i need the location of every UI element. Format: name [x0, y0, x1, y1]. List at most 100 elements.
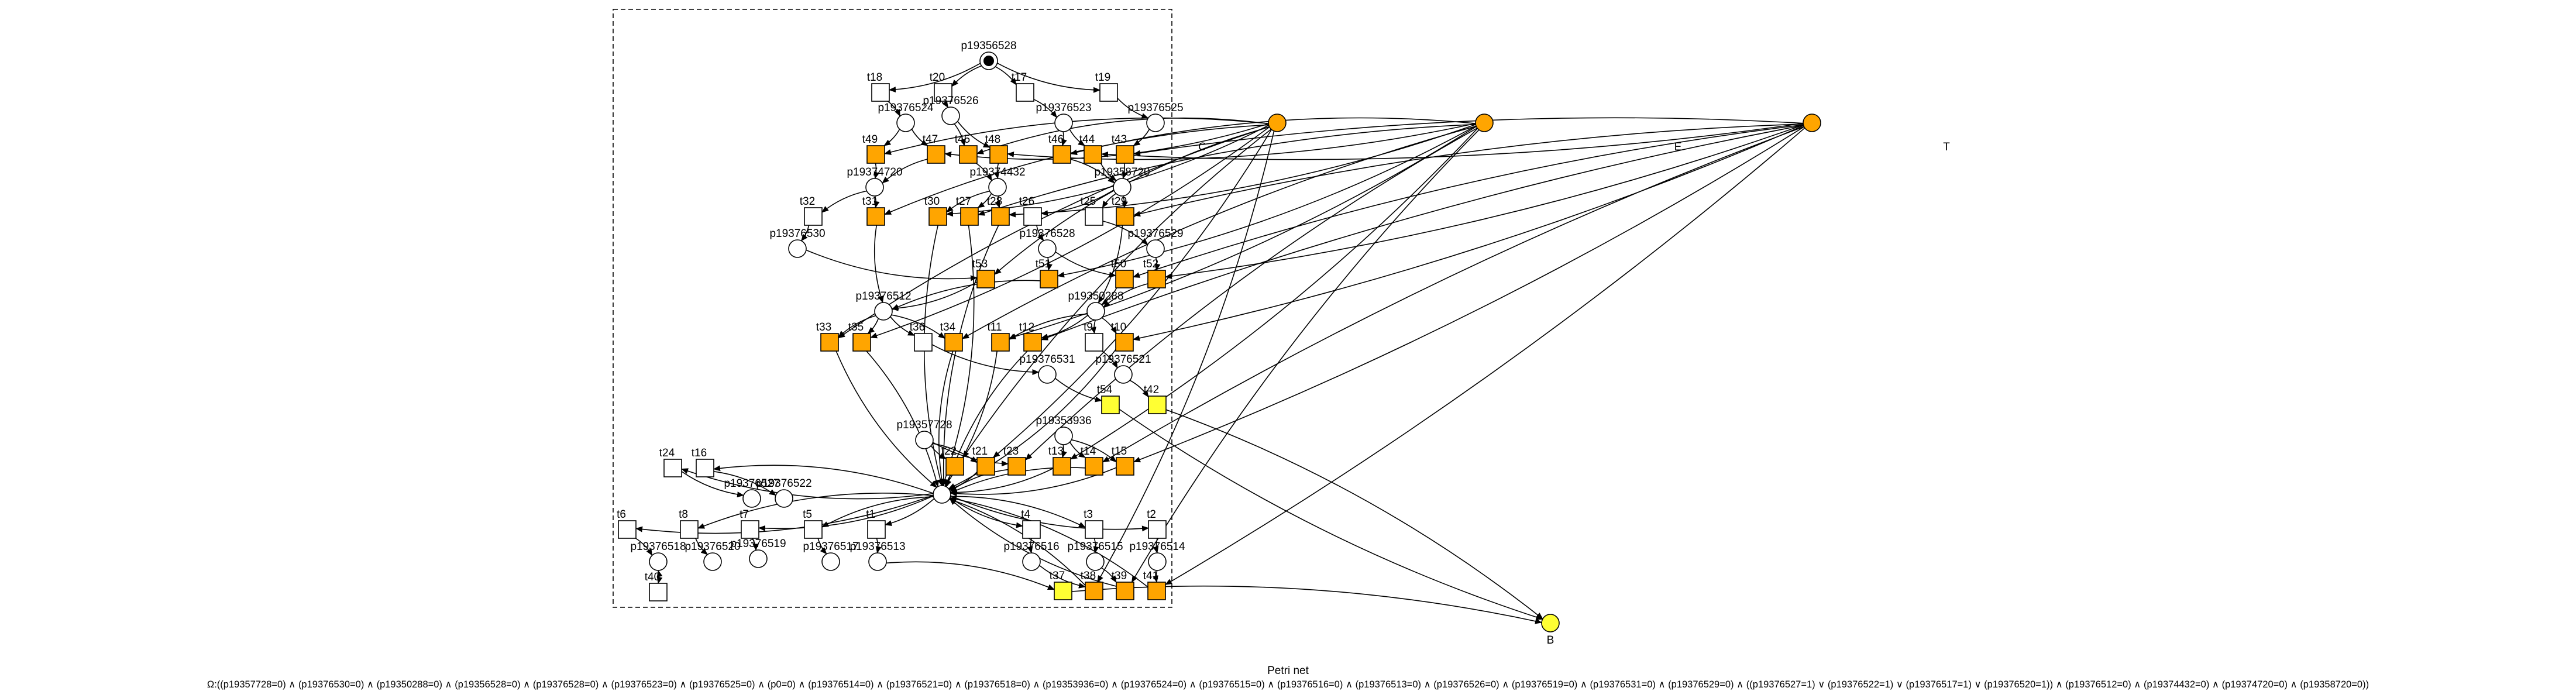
place-circle-p19376531[interactable]: [1038, 365, 1057, 384]
transition-t50[interactable]: [1115, 270, 1134, 288]
place-circle-p19376514[interactable]: [1148, 552, 1167, 571]
transition-t15[interactable]: [1116, 457, 1134, 476]
transition-t18[interactable]: [871, 83, 890, 102]
place-p19350288[interactable]: [1086, 302, 1105, 321]
transition-t6[interactable]: [618, 520, 637, 539]
place-circle-p19376527[interactable]: [742, 489, 761, 508]
transition-t27[interactable]: [960, 207, 979, 226]
place-C[interactable]: [1268, 114, 1287, 132]
place-p19376526[interactable]: [941, 106, 960, 125]
place-E[interactable]: [1475, 114, 1494, 132]
transition-t1[interactable]: [867, 520, 886, 539]
place-p19376522[interactable]: [775, 489, 793, 508]
place-circle-p19376522[interactable]: [775, 489, 793, 508]
place-p19358720[interactable]: [1113, 178, 1131, 197]
transition-t12[interactable]: [1023, 333, 1042, 352]
place-circle-p19376517[interactable]: [821, 552, 840, 571]
transition-t35[interactable]: [852, 333, 871, 352]
place-p19376521[interactable]: [1114, 365, 1133, 384]
place-p19376520[interactable]: [703, 552, 722, 571]
place-circle-p19376515[interactable]: [1086, 552, 1105, 571]
place-circle-E[interactable]: [1475, 114, 1494, 132]
transition-t32[interactable]: [804, 207, 823, 226]
place-p19376528[interactable]: [1038, 239, 1057, 258]
place-circle-p19376530[interactable]: [788, 239, 807, 258]
place-circle-p19374720[interactable]: [865, 178, 884, 197]
place-circle-p0[interactable]: [933, 485, 951, 504]
transition-t26[interactable]: [1023, 207, 1042, 226]
place-p19357728[interactable]: [915, 431, 934, 449]
place-B[interactable]: [1541, 614, 1560, 632]
place-circle-p19376520[interactable]: [703, 552, 722, 571]
place-circle-p19376526[interactable]: [941, 106, 960, 125]
transition-t41[interactable]: [1147, 582, 1166, 600]
transition-t20[interactable]: [934, 83, 952, 102]
transition-t31[interactable]: [866, 207, 885, 226]
place-circle-p19353936[interactable]: [1054, 427, 1073, 445]
place-circle-B[interactable]: [1541, 614, 1560, 632]
transition-t9[interactable]: [1085, 333, 1103, 352]
place-circle-p19376528[interactable]: [1038, 239, 1057, 258]
transition-t48[interactable]: [989, 145, 1008, 164]
place-p19376518[interactable]: [649, 552, 668, 571]
place-p19376527[interactable]: [742, 489, 761, 508]
place-circle-p19350288[interactable]: [1086, 302, 1105, 321]
place-p19376525[interactable]: [1146, 114, 1165, 132]
transition-t22[interactable]: [945, 457, 964, 476]
place-circle-p19376523[interactable]: [1054, 114, 1073, 132]
place-circle-p19376516[interactable]: [1022, 552, 1041, 571]
transition-t16[interactable]: [696, 459, 714, 477]
transition-t44[interactable]: [1084, 145, 1102, 164]
place-circle-C[interactable]: [1268, 114, 1287, 132]
transition-t25[interactable]: [1085, 207, 1103, 226]
transition-t52[interactable]: [1147, 270, 1166, 288]
transition-t2[interactable]: [1148, 520, 1167, 539]
place-circle-p19376519[interactable]: [749, 549, 768, 568]
transition-t8[interactable]: [680, 520, 699, 539]
transition-t17[interactable]: [1016, 83, 1034, 102]
transition-t10[interactable]: [1115, 333, 1134, 352]
transition-t51[interactable]: [1040, 270, 1058, 288]
transition-t37[interactable]: [1054, 582, 1072, 600]
place-p0[interactable]: [933, 485, 951, 504]
transition-t40[interactable]: [649, 583, 668, 601]
transition-t11[interactable]: [991, 333, 1010, 352]
transition-t24[interactable]: [663, 459, 682, 477]
place-circle-p19376518[interactable]: [649, 552, 668, 571]
place-p19376531[interactable]: [1038, 365, 1057, 384]
transition-t30[interactable]: [928, 207, 947, 226]
transition-t28[interactable]: [991, 207, 1010, 226]
transition-t42[interactable]: [1148, 396, 1167, 414]
place-p19374720[interactable]: [865, 178, 884, 197]
place-circle-p19376513[interactable]: [868, 552, 887, 571]
transition-t53[interactable]: [976, 270, 995, 288]
transition-t43[interactable]: [1116, 145, 1134, 164]
place-T[interactable]: [1803, 114, 1821, 132]
transition-t3[interactable]: [1085, 520, 1103, 539]
place-p19376517[interactable]: [821, 552, 840, 571]
place-p19376529[interactable]: [1146, 239, 1165, 258]
transition-t47[interactable]: [927, 145, 945, 164]
transition-t45[interactable]: [959, 145, 978, 164]
place-p19356528[interactable]: [979, 51, 998, 70]
transition-t38[interactable]: [1085, 582, 1103, 600]
place-p19376512[interactable]: [874, 302, 893, 321]
transition-t34[interactable]: [944, 333, 963, 352]
transition-t46[interactable]: [1053, 145, 1071, 164]
transition-t4[interactable]: [1022, 520, 1041, 539]
place-p19376530[interactable]: [788, 239, 807, 258]
place-circle-p19357728[interactable]: [915, 431, 934, 449]
place-circle-p19376524[interactable]: [896, 114, 915, 132]
place-p19376514[interactable]: [1148, 552, 1167, 571]
transition-t21[interactable]: [976, 457, 995, 476]
transition-t54[interactable]: [1101, 396, 1120, 414]
transition-t33[interactable]: [820, 333, 839, 352]
place-p19376516[interactable]: [1022, 552, 1041, 571]
place-p19376513[interactable]: [868, 552, 887, 571]
place-p19376523[interactable]: [1054, 114, 1073, 132]
place-p19376515[interactable]: [1086, 552, 1105, 571]
place-p19376519[interactable]: [749, 549, 768, 568]
transition-t7[interactable]: [741, 520, 759, 539]
place-p19376524[interactable]: [896, 114, 915, 132]
transition-t14[interactable]: [1085, 457, 1103, 476]
